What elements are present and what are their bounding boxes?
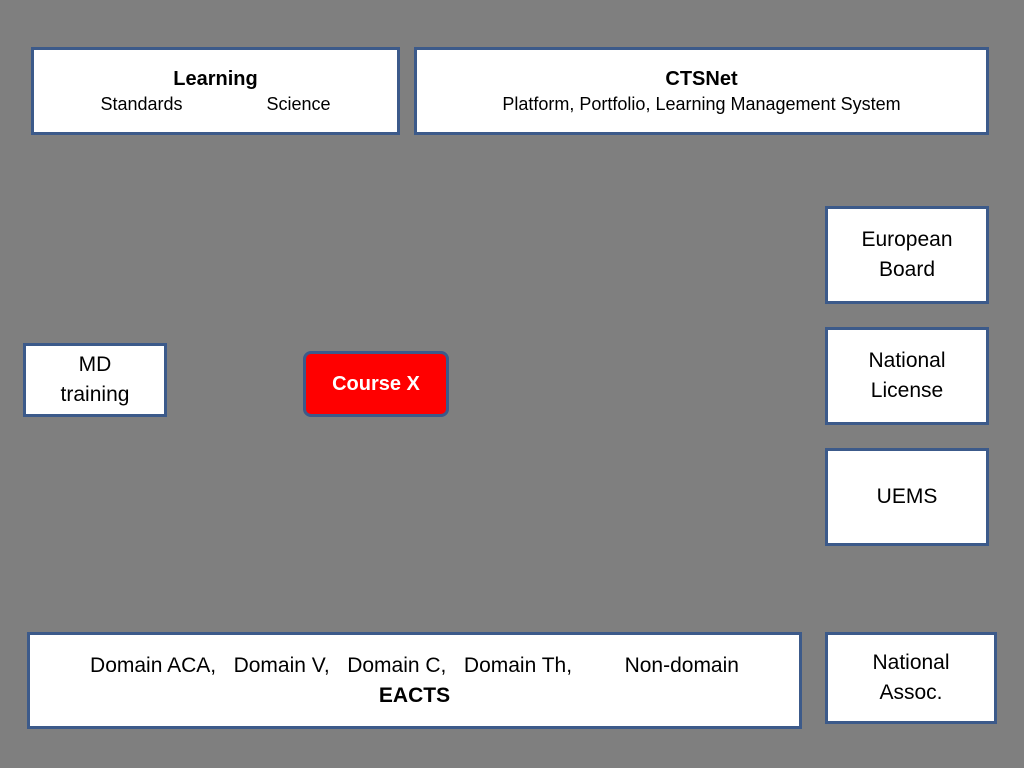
national-license-line-1: National: [868, 349, 946, 372]
learning-box: Learning Standards Science: [31, 47, 400, 135]
course-x-label: Course X: [332, 373, 420, 395]
national-assoc-box: National Assoc.: [825, 632, 997, 724]
md-training-line-1: MD: [78, 353, 112, 376]
uems-label: UEMS: [876, 485, 938, 508]
domains-box: Domain ACA, Domain V, Domain C, Domain T…: [27, 632, 802, 729]
course-x-box: Course X: [303, 351, 449, 417]
national-license-box: National License: [825, 327, 989, 425]
learning-item-standards: Standards: [100, 94, 183, 114]
ctsnet-title: CTSNet: [665, 68, 738, 90]
domains-line: Domain ACA, Domain V, Domain C, Domain T…: [90, 653, 739, 677]
european-board-box: European Board: [825, 206, 989, 304]
national-license-line-2: License: [870, 379, 944, 402]
learning-title: Learning: [173, 68, 258, 90]
learning-item-science: Science: [266, 94, 331, 114]
learning-items: Standards Science: [100, 92, 330, 116]
ctsnet-subtitle: Platform, Portfolio, Learning Management…: [502, 94, 901, 114]
national-assoc-line-1: National: [872, 651, 950, 674]
eacts-label: EACTS: [378, 683, 451, 707]
european-board-line-2: Board: [878, 258, 936, 281]
ctsnet-box: CTSNet Platform, Portfolio, Learning Man…: [414, 47, 989, 135]
european-board-line-1: European: [861, 228, 953, 251]
md-training-line-2: training: [60, 383, 130, 406]
uems-box: UEMS: [825, 448, 989, 546]
md-training-box: MD training: [23, 343, 167, 417]
national-assoc-line-2: Assoc.: [879, 681, 943, 704]
